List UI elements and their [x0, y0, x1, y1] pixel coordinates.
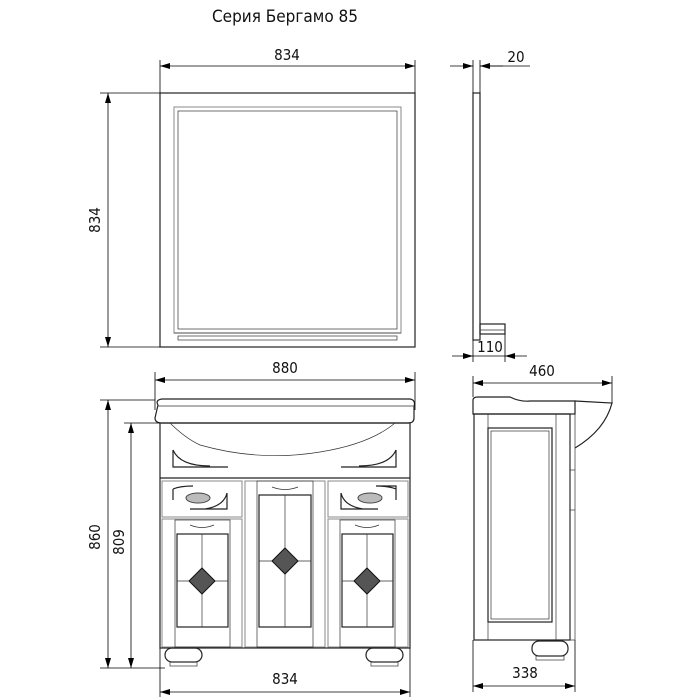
mirror-width-dimension: 834 [159, 46, 416, 93]
vanity-top-width-dimension: 880 [154, 359, 416, 410]
mirror-side-view [472, 92, 506, 341]
vanity-side-top-depth-label: 460 [529, 362, 555, 380]
vanity-top-width-label: 880 [272, 359, 298, 377]
vanity-side-body-depth-dimension: 338 [472, 640, 576, 692]
vanity-body-width-dimension: 834 [159, 648, 411, 697]
mirror-shelf-label: 110 [477, 338, 503, 356]
mirror-width-label: 834 [274, 46, 300, 64]
vanity-body-width-label: 834 [272, 670, 298, 688]
vanity-total-height-dimension: 860 [86, 399, 165, 669]
mirror-depth-dimension: 20 [450, 48, 530, 93]
drawing-title: Серия Бергамо 85 [212, 7, 358, 27]
vanity-side-view [472, 396, 613, 661]
mirror-front-view [159, 92, 416, 348]
vanity-body-height-dimension: 809 [110, 422, 160, 668]
mirror-height-dimension: 834 [86, 92, 160, 348]
vanity-body-height-label: 809 [110, 529, 128, 555]
mirror-depth-label: 20 [507, 48, 524, 66]
vanity-side-top-depth-dimension: 460 [472, 362, 613, 403]
mirror-height-label: 834 [86, 207, 104, 233]
vanity-total-height-label: 860 [86, 524, 104, 550]
mirror-shelf-dimension: 110 [452, 334, 527, 362]
vanity-side-body-depth-label: 338 [512, 664, 538, 682]
vanity-front-view [154, 398, 416, 667]
